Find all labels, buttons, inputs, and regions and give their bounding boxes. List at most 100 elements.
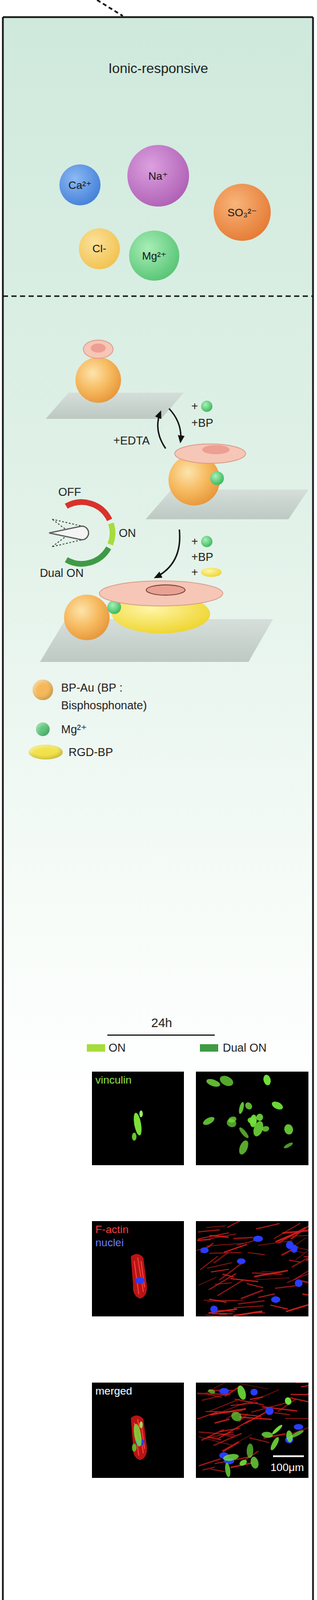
annotation-label: + [191, 566, 199, 580]
illustration-part [210, 471, 224, 486]
illustration-part [300, 1282, 317, 1290]
illustration-part [63, 595, 110, 641]
illustration-part [243, 1102, 254, 1113]
illustration-part [201, 1116, 216, 1129]
illustration-part [201, 568, 222, 578]
illustration-part [247, 1253, 266, 1257]
illustration-part [195, 1072, 309, 1167]
illustration-part [197, 1413, 218, 1421]
legend-swatch [28, 745, 63, 761]
illustration-part [210, 1306, 218, 1315]
illustration-part [97, 0, 123, 16]
illustration-part [209, 1234, 236, 1241]
illustration-part [49, 524, 91, 554]
illustration-part [201, 536, 213, 548]
illustration-part [195, 1222, 309, 1318]
illustration-part [293, 1425, 304, 1431]
illustration-part [131, 1133, 137, 1142]
illustration-part [214, 1283, 232, 1286]
illustration-part [224, 1463, 232, 1479]
illustration-part [2, 295, 314, 298]
legend-text: Mg²⁺ [61, 723, 87, 737]
micrograph-panel: merged [91, 1383, 184, 1480]
illustration-part [198, 1230, 220, 1234]
illustration-part [200, 1248, 210, 1255]
illustration-part [295, 1383, 309, 1385]
illustration-part [251, 1274, 283, 1276]
illustration-part [230, 1403, 258, 1407]
illustration-part [110, 523, 113, 545]
illustration-part [75, 357, 122, 404]
illustration-part [294, 1280, 303, 1288]
panel-label: vinculin [95, 1074, 132, 1089]
illustration-part [290, 1221, 316, 1241]
annotation-label: +EDTA [113, 434, 150, 448]
illustration-part [199, 1257, 218, 1272]
illustration-part [200, 1244, 214, 1254]
illustration-part [219, 1389, 230, 1396]
illustration-part [209, 1253, 242, 1255]
legend-text: BP-Au (BP : Bisphosphonate) [61, 679, 159, 716]
legend-swatch [32, 680, 54, 701]
illustration-part [306, 1244, 317, 1263]
illustration-part [238, 1459, 248, 1469]
illustration-part [197, 1240, 211, 1242]
panel-label: F-actin [95, 1224, 129, 1238]
illustration-part [90, 343, 106, 353]
ion-circle: Na⁺ [127, 145, 190, 207]
ion-label: Ca²⁺ [68, 178, 92, 192]
illustration-part [234, 1400, 264, 1407]
illustration-part [139, 1111, 143, 1119]
illustration-part [274, 1224, 301, 1241]
illustration-part [229, 1411, 244, 1425]
illustration-part [290, 1395, 309, 1397]
annotation-label: Dual ON [39, 566, 84, 581]
cell-image [91, 1222, 184, 1318]
illustration-part [207, 1433, 234, 1440]
illustration-part [294, 1269, 314, 1282]
illustration-part [262, 1074, 272, 1087]
illustration-part [250, 1390, 258, 1398]
illustration-part [145, 490, 309, 520]
illustration-part [207, 1438, 222, 1442]
illustration-part [246, 1117, 258, 1126]
illustration-part [130, 1416, 147, 1462]
illustration-part [205, 1078, 222, 1090]
illustration-part [135, 1278, 145, 1286]
illustration-part [210, 1270, 230, 1274]
illustration-part [131, 1422, 143, 1454]
illustration-part [219, 1263, 244, 1282]
illustration-part [270, 1306, 288, 1311]
annotation-label: 24h [151, 1016, 173, 1032]
illustration-part [209, 1274, 237, 1291]
micrograph-panel: F-actinnuclei [91, 1222, 184, 1318]
illustration-part [227, 1213, 258, 1229]
illustration-part [258, 1295, 275, 1299]
illustration-part [169, 408, 182, 443]
illustration-part [222, 1454, 240, 1464]
illustration-part [206, 1226, 226, 1229]
illustration-part [207, 1264, 232, 1270]
illustration-part [66, 548, 109, 565]
illustration-part [301, 1383, 309, 1389]
legend-text: RGD-BP [68, 745, 114, 760]
illustration-part [283, 1397, 293, 1407]
illustration-part [295, 1248, 314, 1262]
illustration-part [202, 445, 230, 455]
illustration-part [246, 1445, 254, 1460]
illustration-part [49, 526, 89, 541]
illustration-part [201, 400, 213, 413]
ion-label: Na⁺ [148, 169, 168, 183]
illustration-part [146, 585, 186, 596]
illustration-part [249, 1457, 260, 1471]
illustration-part [155, 530, 180, 579]
illustration-part [198, 1278, 217, 1287]
illustration-part [246, 1284, 264, 1289]
illustration-part [238, 1102, 246, 1116]
ion-label: Cl- [92, 242, 107, 256]
illustration-part [278, 1228, 306, 1245]
illustration-part [207, 1390, 216, 1396]
illustration-part [201, 1395, 228, 1402]
illustration-part [238, 1302, 266, 1306]
